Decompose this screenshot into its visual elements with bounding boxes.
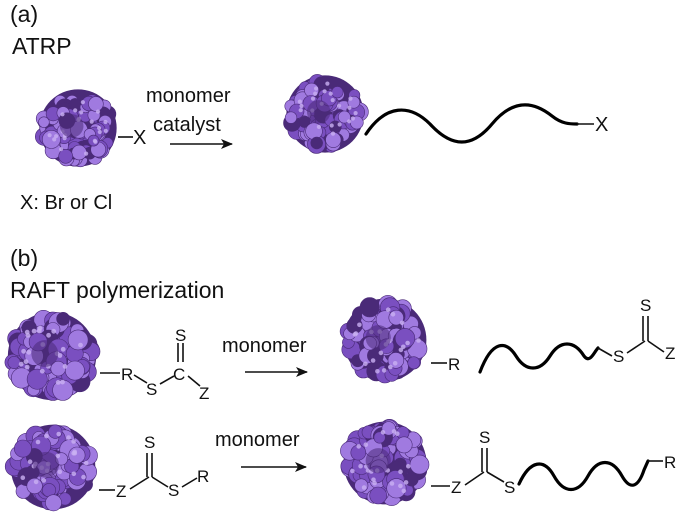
protein-blob-icon <box>4 424 98 512</box>
r2-arrow-label: monomer <box>215 429 300 451</box>
arrow-label-monomer: monomer <box>146 85 231 107</box>
chain-s-bond <box>597 347 613 357</box>
protein-blob-icon <box>4 309 101 401</box>
polymer-chain-icon <box>364 103 579 144</box>
panel-a-label: (a) <box>10 1 38 27</box>
initiator-group-x: X <box>133 127 146 149</box>
arrow-label-catalyst: catalyst <box>153 114 221 136</box>
r2-reactant-s-single: S <box>168 481 179 500</box>
c-s-bond <box>151 476 169 488</box>
r1-reactant-c: C <box>173 365 185 384</box>
s-c-bond <box>626 340 646 354</box>
r1-reactant-r: R <box>121 365 133 384</box>
z-c-bond <box>464 471 485 486</box>
protein-blob-icon <box>34 89 117 168</box>
r1-arrow-label: monomer <box>222 335 307 357</box>
chain-end-x: X <box>595 114 608 136</box>
r1-product-r: R <box>448 355 460 374</box>
r1-product-z: Z <box>665 344 675 363</box>
polymer-chain-icon <box>517 459 650 492</box>
panel-a-title: ATRP <box>12 33 72 59</box>
r2-product-r: R <box>664 453 676 472</box>
s-c-bond <box>159 375 175 385</box>
c-z-bond <box>187 375 201 387</box>
z-c-bond <box>129 476 150 490</box>
r1-product-s-double: S <box>640 296 651 315</box>
r2-product-z: Z <box>451 478 461 497</box>
panel-b-title: RAFT polymerization <box>10 277 224 303</box>
polymer-chain-icon <box>478 342 600 374</box>
r-s-bond <box>133 374 148 384</box>
panel-a: (a) ATRP X monomer catalyst X X: Br or C… <box>10 1 608 214</box>
protein-blob-icon <box>340 418 430 506</box>
s-r-bond <box>181 477 198 488</box>
protein-blob-icon <box>283 74 369 154</box>
r1-product-s-single: S <box>613 347 624 366</box>
r2-reactant-z: Z <box>116 482 126 501</box>
r2-reactant-s-double: S <box>144 433 155 452</box>
panel-b: (b) RAFT polymerization R S C S Z monome… <box>4 245 676 512</box>
halide-note: X: Br or Cl <box>20 192 112 214</box>
panel-b-label: (b) <box>10 245 38 271</box>
protein-blob-icon <box>339 295 428 384</box>
r1-reactant-s-double: S <box>175 326 186 345</box>
c-s-bond <box>486 471 505 483</box>
r2-product-s-double: S <box>479 428 490 447</box>
c-z-bond <box>647 340 665 353</box>
r1-reactant-z: Z <box>199 384 209 403</box>
r2-reactant-r: R <box>197 467 209 486</box>
r2-product-s-single: S <box>504 478 515 497</box>
r1-reactant-s-single: S <box>146 380 157 399</box>
